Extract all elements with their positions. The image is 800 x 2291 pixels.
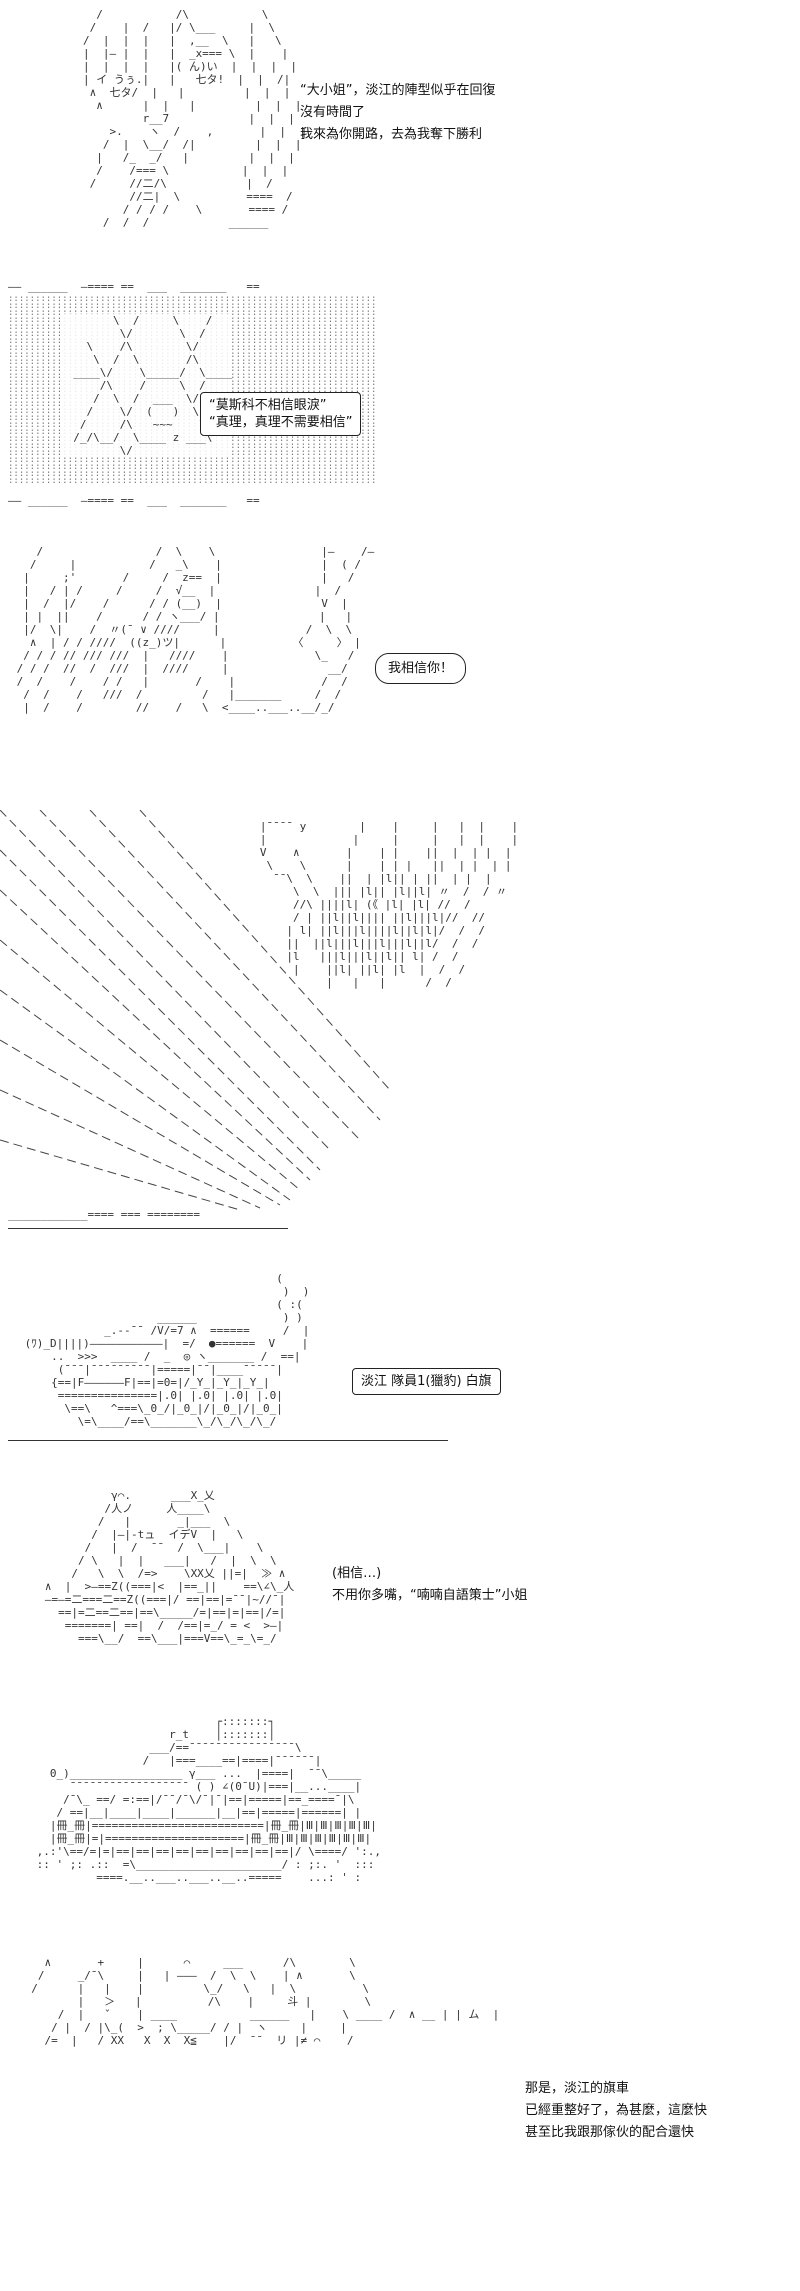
- dialog-line: (相信…): [332, 1566, 382, 1581]
- ascii-art-destroyed-tank: ( ) ) ( :( ______ ) ) _.--¯¯ /V/=7 ∧ ===…: [24, 1272, 310, 1428]
- panel-8: ∧ + | ⌒ ___ /\ \ / _/¯\ | | ——— / \ \ | …: [0, 1950, 800, 2290]
- speech-bubble: 我相信你！: [375, 653, 467, 684]
- panel-2: —— ______ —==== == ___ _______ == ::::::…: [0, 280, 800, 520]
- speech-box: “莫斯科不相信眼淚” “真理，真理不需要相信”: [200, 392, 362, 436]
- ascii-art-girl-with-tank: / /\ \ / | / |/ \___ | \ / | | | | ,__ \…: [82, 8, 306, 229]
- speed-lines: [0, 810, 391, 1210]
- divider: ____________==== === ========: [8, 1208, 201, 1221]
- speech-line: 我相信你！: [388, 661, 454, 676]
- ascii-art-two-figures: / / \ \ |— /— / | / _\ | | ( / | ;' / / …: [16, 545, 375, 714]
- panel-bottom-rule: [8, 1228, 288, 1229]
- divider-top: —— ______ —==== == ___ _______ ==: [8, 280, 260, 293]
- speech-line: “莫斯科不相信眼淚”: [209, 398, 327, 413]
- dialog-text: 那是，淡江的旗車 已經重整好了，為甚麼，這麼快 甚至比我跟那傢伙的配合還快: [525, 2078, 707, 2144]
- panel-7: ┌:::::::┐ r_t │:::::::│ ___/==¯¯¯¯¯¯¯¯¯¯…: [0, 1705, 800, 1945]
- dialog-line: 我來為你開路，去為我奪下勝利: [300, 127, 483, 142]
- ascii-art-girl-shocked: ∧ + | ⌒ ___ /\ \ / _/¯\ | | ——— / \ \ | …: [31, 1956, 500, 2047]
- panel-6: γ⌒. ___X_乂 /人ノ 人____\ / | _|___ \ / |—|-…: [0, 1485, 800, 1695]
- dialog-text: “大小姐”，淡江的陣型似乎在回復 沒有時間了 我來為你開路，去為我奪下勝利: [300, 80, 495, 146]
- ascii-art-girl-at-tank: γ⌒. ___X_乂 /人ノ 人____\ / | _|___ \ / |—|-…: [44, 1489, 295, 1645]
- ascii-art-flag-tank: ┌:::::::┐ r_t │:::::::│ ___/==¯¯¯¯¯¯¯¯¯¯…: [36, 1715, 381, 1884]
- panel-4: |¯¯¯¯ y | | | | | | | | | | | | | V ∧ | …: [0, 810, 800, 1240]
- panel-1: / /\ \ / | / |/ \___ | \ / | | | | ,__ \…: [0, 0, 800, 280]
- panel-bottom-rule: [8, 1440, 448, 1441]
- dialog-line: “大小姐”，淡江的陣型似乎在回復: [300, 83, 496, 98]
- dialog-line: 沒有時間了: [300, 105, 366, 120]
- status-box: 淡江 隊員1(獵豹) 白旗: [352, 1368, 501, 1395]
- ascii-art-burst-figure: |¯¯¯¯ y | | | | | | | | | | | | | V ∧ | …: [259, 820, 519, 989]
- dialog-text: (相信…) 不用你多嘴，“喃喃自語策士”小姐: [332, 1563, 527, 1607]
- dialog-line: 那是，淡江的旗車: [525, 2081, 630, 2096]
- dialog-line: 甚至比我跟那傢伙的配合還快: [525, 2125, 695, 2140]
- panel-5: ( ) ) ( :( ______ ) ) _.--¯¯ /V/=7 ∧ ===…: [0, 1250, 800, 1480]
- dialog-line: 已經重整好了，為甚麼，這麼快: [525, 2103, 708, 2118]
- panel-3: / / \ \ |— /— / | / _\ | | ( / | ;' / / …: [0, 535, 800, 800]
- speech-line: “真理，真理不需要相信”: [209, 415, 353, 430]
- divider-bottom: —— ______ —==== == ___ _______ ==: [8, 494, 260, 507]
- status-line: 淡江 隊員1(獵豹) 白旗: [361, 1374, 492, 1389]
- dialog-line: 不用你多嘴，“喃喃自語策士”小姐: [332, 1588, 528, 1603]
